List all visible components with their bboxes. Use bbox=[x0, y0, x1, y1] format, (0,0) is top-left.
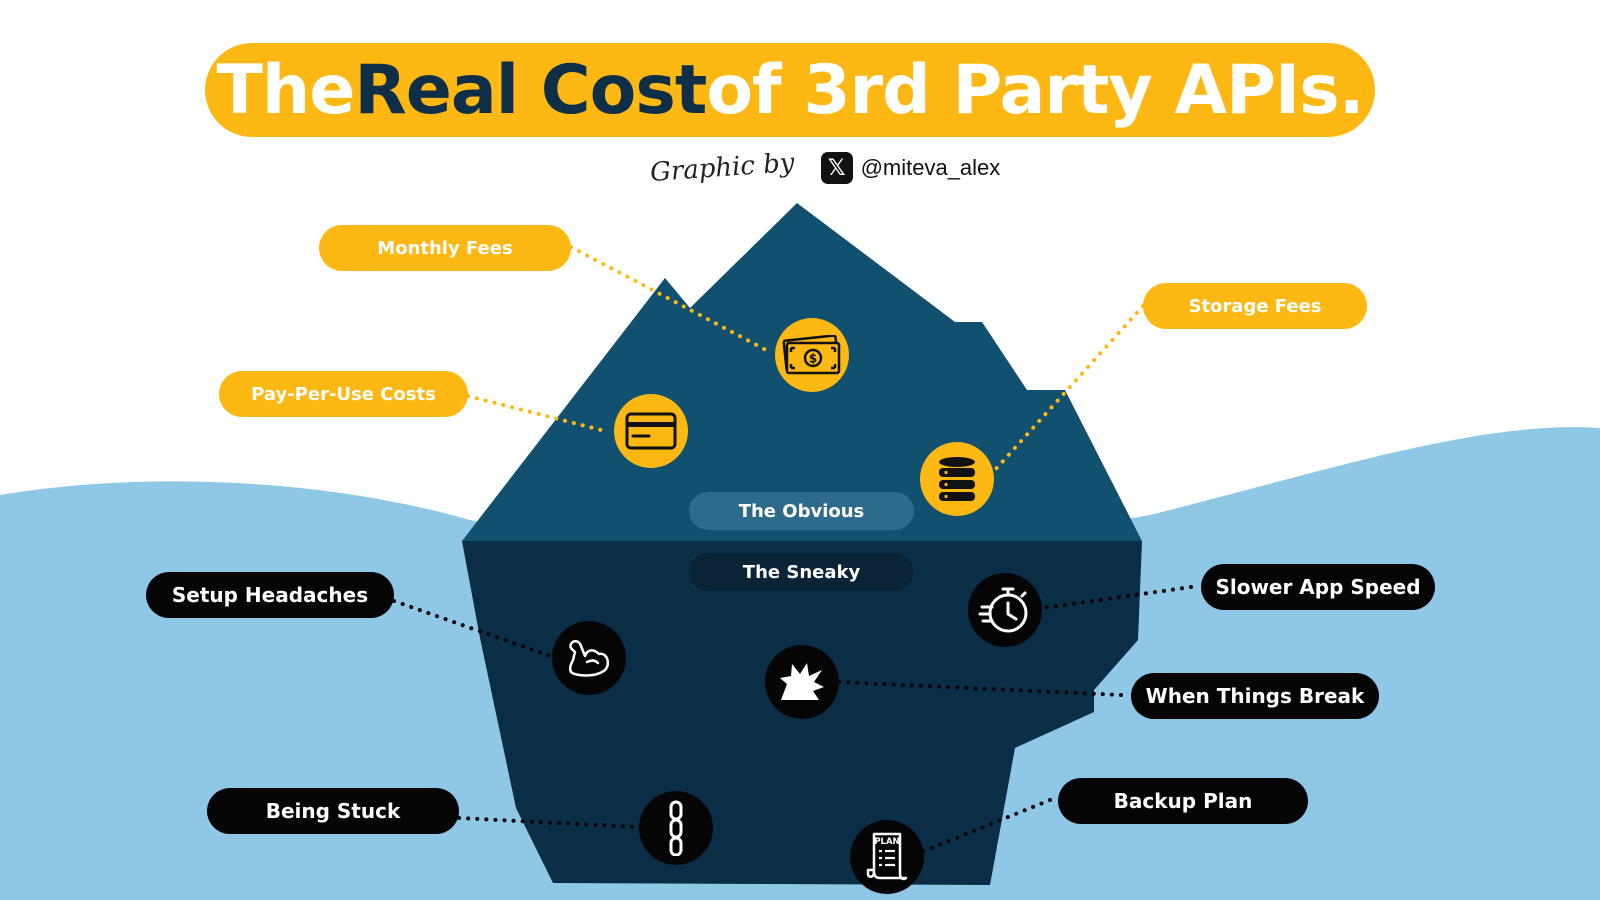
flexed-arm-icon bbox=[552, 621, 626, 695]
title-part-1: The bbox=[216, 50, 355, 130]
connector-storage-fees bbox=[993, 304, 1145, 472]
layer-tag-obvious: The Obvious bbox=[689, 492, 914, 530]
credit-line: Graphic by 𝕏 @miteva_alex bbox=[649, 147, 1001, 189]
connector-monthly-fees bbox=[569, 245, 770, 353]
connector-being-stuck bbox=[457, 816, 638, 829]
plan-scroll-icon: PLAN bbox=[850, 820, 924, 894]
pill-pay-per-use-costs: Pay-Per-Use Costs bbox=[219, 371, 468, 417]
svg-text:$: $ bbox=[809, 352, 817, 366]
connector-setup-headaches bbox=[392, 599, 555, 659]
layer-tag-sneaky: The Sneaky bbox=[689, 553, 914, 591]
credit-script: Graphic by bbox=[649, 147, 796, 189]
plan-icon-text: PLAN bbox=[874, 837, 899, 847]
pill-backup-plan: Backup Plan bbox=[1058, 778, 1308, 824]
money-bills-icon: $ bbox=[775, 318, 849, 392]
x-logo-icon: 𝕏 bbox=[820, 152, 853, 184]
title-part-2: Real Cost bbox=[354, 50, 707, 130]
author-handle: @miteva_alex bbox=[860, 155, 1001, 180]
pill-being-stuck: Being Stuck bbox=[207, 788, 459, 834]
pill-when-things-break: When Things Break bbox=[1131, 673, 1379, 719]
pill-storage-fees: Storage Fees bbox=[1143, 283, 1367, 329]
pill-setup-headaches: Setup Headaches bbox=[146, 572, 394, 618]
title-part-3: of 3rd Party APIs. bbox=[706, 50, 1364, 130]
connector-slower-speed bbox=[1041, 585, 1193, 610]
title-banner: The Real Cost of 3rd Party APIs. bbox=[205, 43, 1375, 137]
explosion-icon bbox=[765, 645, 839, 719]
credit-card-icon bbox=[614, 394, 688, 468]
connector-things-break bbox=[836, 680, 1123, 697]
fast-timer-icon bbox=[968, 573, 1042, 647]
pill-slower-app-speed: Slower App Speed bbox=[1201, 564, 1435, 610]
connector-pay-per-use bbox=[466, 394, 607, 433]
chain-icon bbox=[639, 791, 713, 865]
pill-monthly-fees: Monthly Fees bbox=[319, 225, 571, 271]
database-icon bbox=[920, 442, 994, 516]
